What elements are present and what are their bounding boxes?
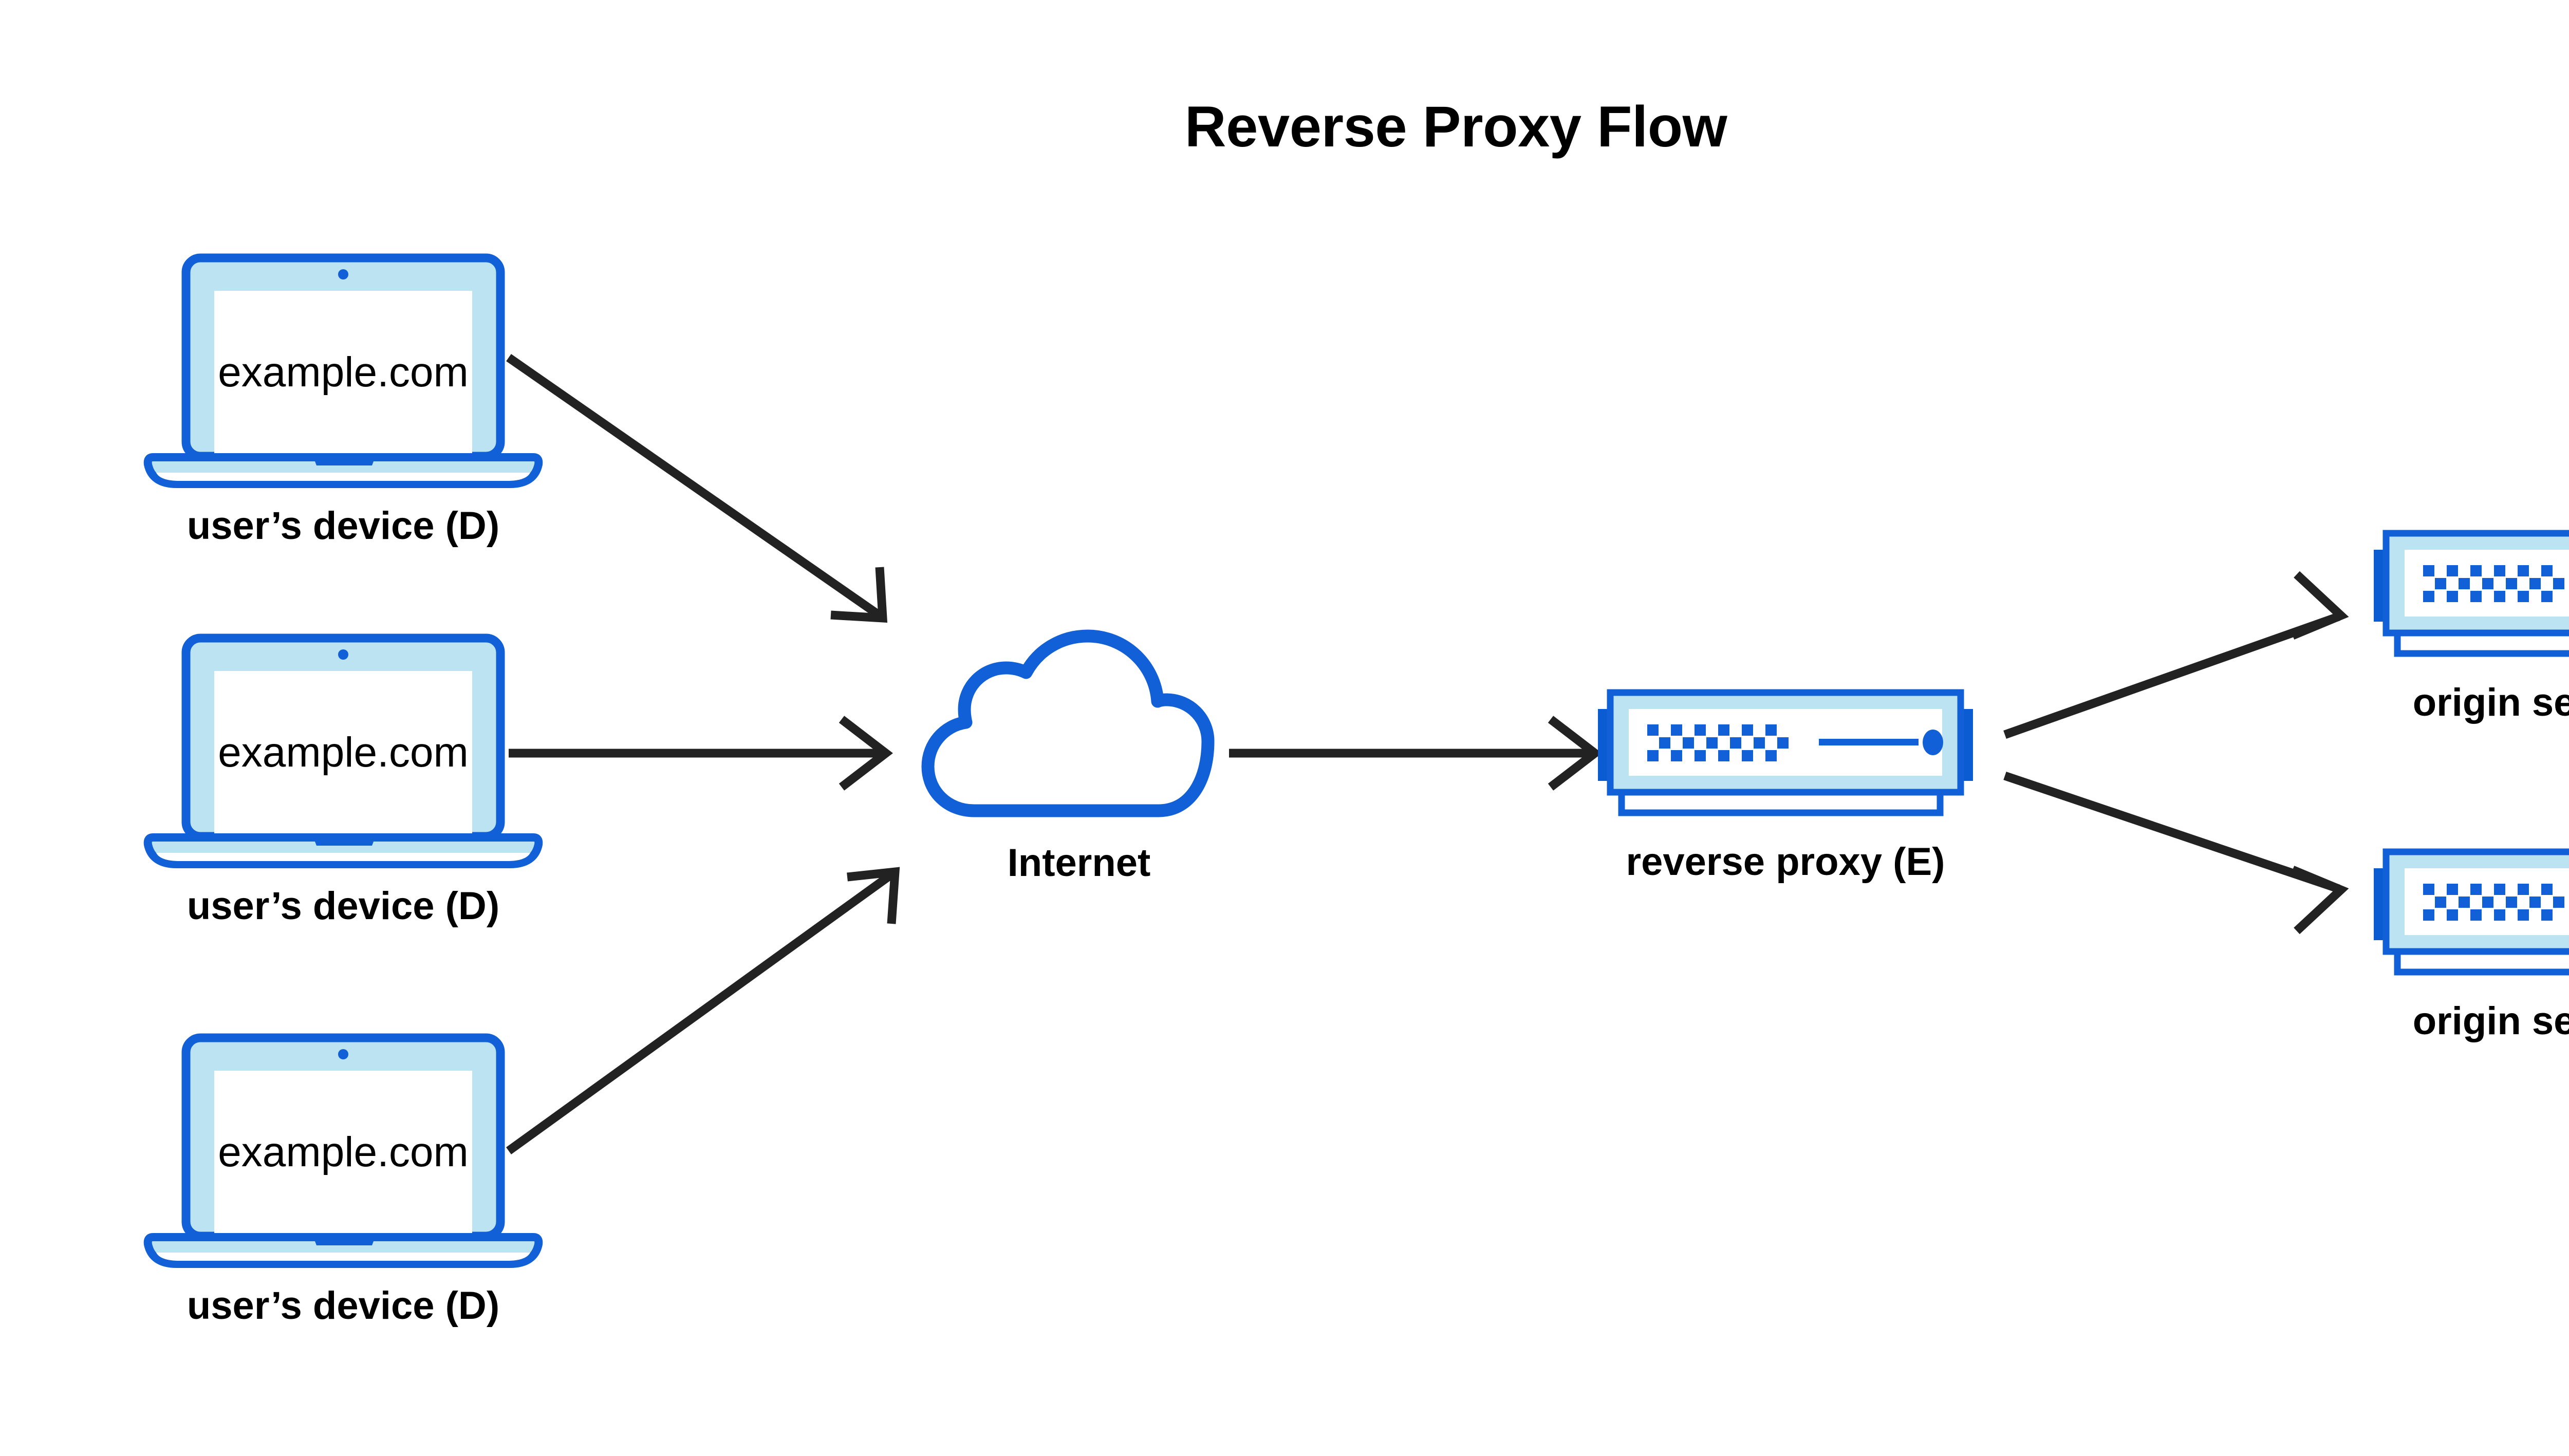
arrow-device-top-to-internet <box>506 354 888 623</box>
server-vent-grid <box>1647 724 1789 761</box>
node-label-origin-bottom: origin server (F) <box>2412 999 2569 1043</box>
node-reverse-proxy[interactable]: reverse proxy (E) <box>1598 688 2004 904</box>
laptop-icon: example.com <box>143 253 543 488</box>
arrow-device-middle-to-internet <box>509 716 893 791</box>
server-icon <box>2374 848 2569 976</box>
server-vent-grid <box>2423 884 2564 921</box>
server-status-led <box>1923 730 1943 755</box>
node-label-device-bottom: user’s device (D) <box>187 1284 500 1328</box>
laptop-screen-text: example.com <box>218 349 469 396</box>
laptop-icon: example.com <box>143 1033 543 1268</box>
page-title: Reverse Proxy Flow <box>1184 95 1727 159</box>
arrow-reverse-proxy-to-origin-top <box>2003 571 2349 739</box>
laptop-screen-text: example.com <box>218 729 469 776</box>
arrow-device-bottom-to-internet <box>506 867 900 1154</box>
arrow-reverse-proxy-to-origin-bottom <box>2003 771 2349 935</box>
arrow-internet-to-reverse-proxy <box>1229 716 1602 791</box>
node-device-bottom[interactable]: example.com user’s device (D) <box>143 1032 545 1340</box>
node-device-middle[interactable]: example.com user’s device (D) <box>143 632 545 940</box>
node-label-internet: Internet <box>1007 841 1151 885</box>
node-device-top[interactable]: example.com user’s device (D) <box>143 252 545 560</box>
cloud-icon <box>921 629 1215 817</box>
laptop-screen-text: example.com <box>218 1129 469 1175</box>
node-internet[interactable]: Internet <box>915 629 1243 899</box>
node-label-reverse-proxy: reverse proxy (E) <box>1626 840 1945 884</box>
server-vent-grid <box>2423 565 2564 602</box>
node-origin-top[interactable]: origin server (F) <box>2374 529 2569 745</box>
server-status-line <box>1819 739 1919 745</box>
server-icon <box>1598 689 1973 816</box>
node-origin-bottom[interactable]: origin server (F) <box>2374 848 2569 1063</box>
node-label-origin-top: origin server (F) <box>2412 681 2569 724</box>
node-label-device-middle: user’s device (D) <box>187 884 500 928</box>
server-icon <box>2374 530 2569 657</box>
laptop-icon: example.com <box>143 633 543 868</box>
node-label-device-top: user’s device (D) <box>187 504 500 548</box>
